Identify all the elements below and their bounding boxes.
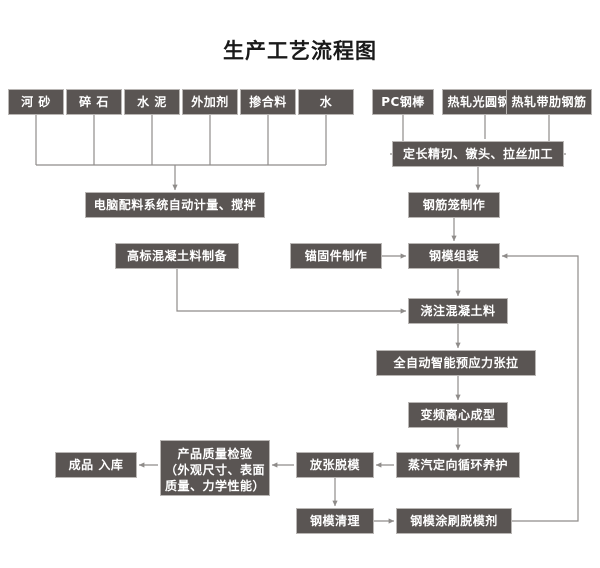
node-pc-steel-bar[interactable]: PC钢棒 [372,89,434,115]
node-label-line: 产品质量检验 [177,447,253,461]
node-steel-mold-cleaning[interactable]: 钢模清理 [296,508,374,534]
edge-concreteprep-to-pour [176,269,407,314]
node-computer-batching-mixing[interactable]: 电脑配料系统自动计量、搅拌 [85,192,265,218]
node-concrete-pouring[interactable]: 浇注混凝土料 [408,298,508,324]
node-mineral-additive[interactable]: 掺合料 [240,89,296,115]
node-label-line: （外观尺寸、表面 [164,463,265,477]
node-release-and-demold[interactable]: 放张脱模 [296,452,374,478]
node-admixture[interactable]: 外加剂 [182,89,238,115]
node-finished-goods-warehouse[interactable]: 成品 入库 [55,452,137,478]
node-gravel[interactable]: 碎 石 [66,89,122,115]
node-variable-frequency-centrifugal-forming[interactable]: 变频离心成型 [408,402,508,428]
node-high-grade-concrete-prep[interactable]: 高标混凝土料制备 [115,243,239,269]
node-automatic-prestress-tensioning[interactable]: 全自动智能预应力张拉 [376,350,536,376]
node-steel-mold-release-agent-coating[interactable]: 钢模涂刷脱模剂 [396,508,512,534]
node-cut-head-draw-processing[interactable]: 定长精切、镦头、拉丝加工 [392,141,564,167]
node-water[interactable]: 水 [298,89,354,115]
node-sand[interactable]: 河 砂 [8,89,64,115]
node-hot-rolled-ribbed-bar[interactable]: 热轧带肋钢筋 [506,89,592,115]
node-steam-directional-circulation-curing[interactable]: 蒸汽定向循环养护 [396,452,520,478]
node-product-quality-inspection[interactable]: 产品质量检验 （外观尺寸、表面质量、力学性能） [160,440,270,496]
node-steel-mold-assembly[interactable]: 钢模组装 [408,243,500,269]
node-anchorage-fabrication[interactable]: 锚固件制作 [290,243,382,269]
node-cement[interactable]: 水 泥 [124,89,180,115]
node-label-line: 质量、力学性能） [164,479,265,493]
page-title: 生产工艺流程图 [223,39,377,63]
edge-moldrelease-return-to-moldassembly [501,253,579,522]
node-rebar-cage-fabrication[interactable]: 钢筋笼制作 [408,192,500,218]
